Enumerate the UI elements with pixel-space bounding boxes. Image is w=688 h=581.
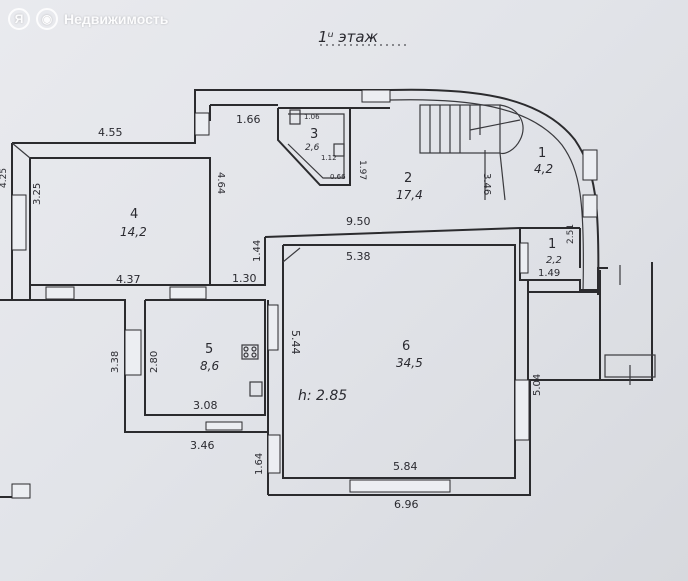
dim-106: 1.06 (304, 113, 320, 121)
watermark: Я ◉ Недвижимость (8, 8, 168, 30)
room-1-area: 4,2 (534, 162, 553, 176)
room-6-walls (267, 244, 529, 495)
dim-166: 1.66 (236, 113, 261, 126)
dim-164: 1.64 (254, 453, 265, 475)
room-1b-number: 1 (548, 237, 556, 252)
dim-455: 4.55 (98, 126, 123, 139)
dimension-labels: 4.55 1.66 1.06 1.97 1.12 0.66 4.25 3.25 … (0, 113, 576, 511)
room-2-area: 17,4 (396, 188, 423, 202)
floor-title: 1ᵘ этаж (318, 28, 379, 46)
room-4-walls (11, 142, 211, 286)
windows (11, 89, 598, 499)
dim-149: 1.49 (538, 268, 560, 279)
dim-464: 4.64 (215, 172, 226, 194)
dim-544: 5.44 (289, 330, 302, 355)
location-icon: ◉ (36, 8, 58, 30)
room-5-walls (29, 285, 268, 433)
dim-112: 1.12 (321, 154, 337, 162)
dim-197: 1.97 (357, 160, 367, 180)
dim-437: 4.37 (116, 273, 141, 286)
yandex-logo-icon: Я (8, 8, 30, 30)
room-5-area: 8,6 (200, 359, 219, 373)
staircase (419, 104, 524, 201)
fixtures (241, 109, 345, 397)
room-1b-area: 2,2 (546, 255, 562, 266)
dim-130: 1.30 (232, 272, 257, 285)
dim-950: 9.50 (346, 215, 371, 228)
room-5-number: 5 (205, 342, 213, 357)
room-labels: 1 4,2 2 17,4 3 2,6 4 14,2 5 8,6 6 34,5 1… (120, 127, 562, 373)
dim-538: 5.38 (346, 250, 371, 263)
outer-walls (0, 88, 653, 498)
room-2-3-walls (195, 104, 581, 286)
room-6-area: 34,5 (396, 356, 423, 370)
room-1-number: 1 (538, 146, 546, 161)
dim-325: 3.25 (32, 183, 43, 205)
dim-346b: 3.46 (190, 439, 215, 452)
room-4-number: 4 (130, 207, 138, 222)
dim-308: 3.08 (193, 399, 218, 412)
room-4-area: 14,2 (120, 225, 147, 239)
dim-346a: 3.46 (481, 173, 492, 195)
dim-696: 6.96 (394, 498, 419, 511)
dim-066: 0.66 (330, 173, 346, 181)
dim-338: 3.38 (110, 351, 121, 373)
ceiling-height: h: 2.85 (298, 388, 347, 404)
room-6-number: 6 (402, 339, 410, 354)
room-2-number: 2 (404, 171, 412, 186)
dim-280: 2.80 (149, 351, 160, 373)
dim-144: 1.44 (252, 240, 263, 262)
balcony (604, 265, 656, 385)
room-3-area: 2,6 (305, 143, 320, 153)
watermark-brand: Недвижимость (64, 11, 169, 27)
dim-251: 2.51 (566, 224, 576, 244)
dim-504: 5.04 (532, 374, 543, 396)
room-3-number: 3 (310, 127, 318, 142)
dim-425: 4.25 (0, 168, 9, 188)
dim-584: 5.84 (393, 460, 418, 473)
